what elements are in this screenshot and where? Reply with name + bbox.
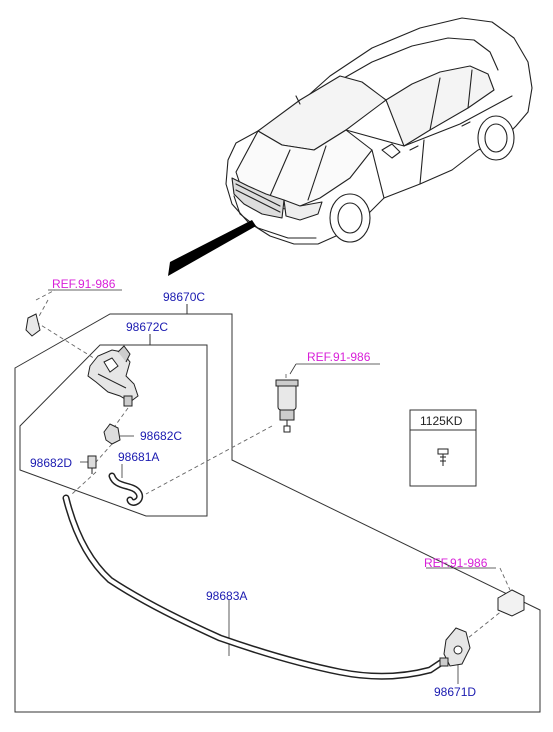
part-label-fastener[interactable]: 1125KD — [420, 414, 463, 428]
screw-icon — [437, 448, 449, 466]
car-illustration — [225, 17, 533, 245]
cap-icon — [497, 589, 525, 617]
part-label-nozzle[interactable]: 98671D — [434, 685, 477, 699]
connector-d-icon — [87, 455, 97, 474]
label-leaders — [48, 289, 496, 684]
part-label-connector-d[interactable]: 98682D — [30, 456, 73, 470]
reference-label-middle[interactable]: REF.91-986 — [307, 350, 371, 364]
bracket-icon — [87, 345, 139, 407]
part-label-connector-c[interactable]: 98682C — [140, 429, 183, 443]
part-label-bracket-assembly[interactable]: 98672C — [126, 320, 169, 334]
part-label-assembly[interactable]: 98670C — [163, 290, 206, 304]
grommet-icon — [25, 313, 41, 337]
reference-label-bottom-right[interactable]: REF.91-986 — [424, 556, 488, 570]
fastener-box — [409, 409, 477, 487]
part-label-short-hose[interactable]: 98681A — [118, 450, 160, 464]
washer-motor-icon — [275, 379, 299, 433]
connector-c-icon — [103, 423, 121, 445]
reference-label-top-left[interactable]: REF.91-986 — [52, 277, 116, 291]
assembly-outline — [14, 304, 541, 713]
washer-nozzle-icon — [439, 627, 471, 667]
part-label-long-hose[interactable]: 98683A — [206, 589, 248, 603]
callout-wedge — [168, 220, 256, 276]
